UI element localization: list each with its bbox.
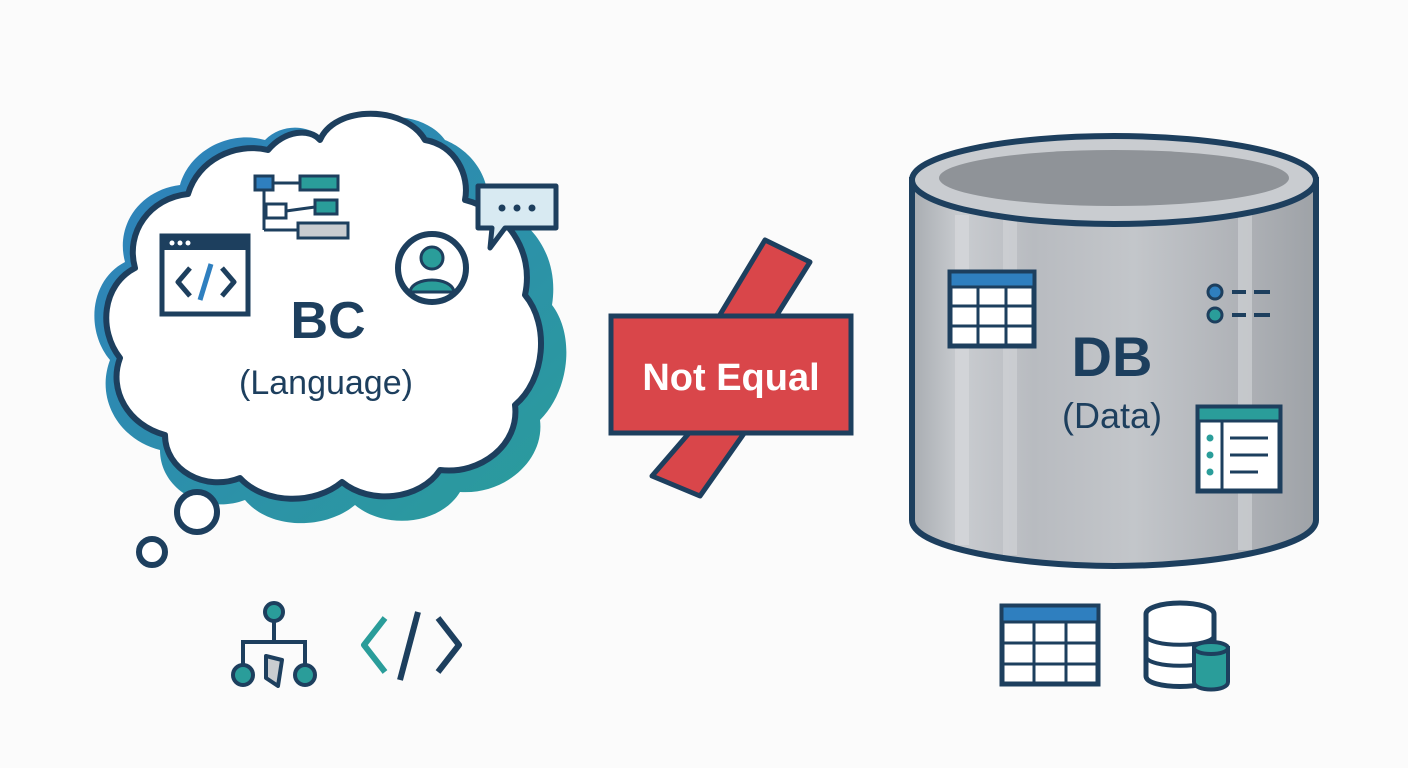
cloud-front-shape	[103, 110, 544, 502]
database-icon	[1143, 600, 1230, 692]
thought-bubble-large	[174, 489, 220, 535]
not-equal-symbol: Not Equal	[608, 237, 854, 499]
flowchart-icon	[253, 174, 350, 240]
thought-bubble-small	[136, 536, 168, 568]
not-equal-label: Not Equal	[642, 357, 819, 399]
left-subtitle: (Language)	[239, 364, 413, 402]
slash-bar-bottom	[649, 429, 748, 499]
slash-bar-top	[715, 237, 813, 321]
code-window-icon	[159, 233, 251, 317]
thought-cloud: BC (Language)	[94, 110, 567, 568]
user-avatar-icon	[395, 231, 469, 305]
not-equal-box	[608, 313, 854, 436]
bottom-table-icon	[999, 603, 1101, 687]
form-list-icon	[1195, 404, 1283, 494]
code-tag-icon	[361, 611, 462, 681]
database-cylinder: DB (Data)	[909, 133, 1319, 570]
table-icon	[947, 269, 1037, 349]
hierarchy-icon	[231, 601, 317, 688]
right-subtitle: (Data)	[1062, 395, 1162, 436]
chat-bubble-icon	[475, 183, 559, 251]
left-title: BC	[290, 292, 365, 350]
list-toggle-icon	[1206, 283, 1270, 324]
cylinder-top-inner	[939, 150, 1289, 206]
right-title: DB	[1072, 325, 1153, 388]
